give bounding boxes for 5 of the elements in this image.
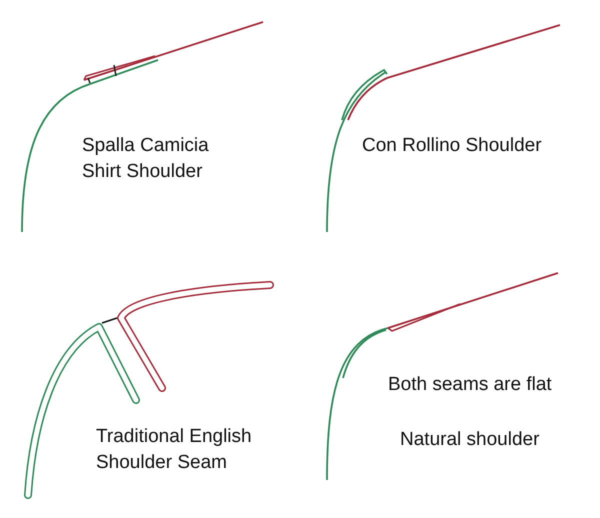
caption-text: Both seams are flat <box>388 373 553 397</box>
caption-text: Con Rollino Shoulder <box>362 134 543 158</box>
caption-text: Traditional English Shoulder Seam <box>96 425 253 475</box>
caption-text: Spalla Camicia Shirt Shoulder <box>82 134 210 184</box>
caption-text: Natural shoulder <box>400 428 540 452</box>
